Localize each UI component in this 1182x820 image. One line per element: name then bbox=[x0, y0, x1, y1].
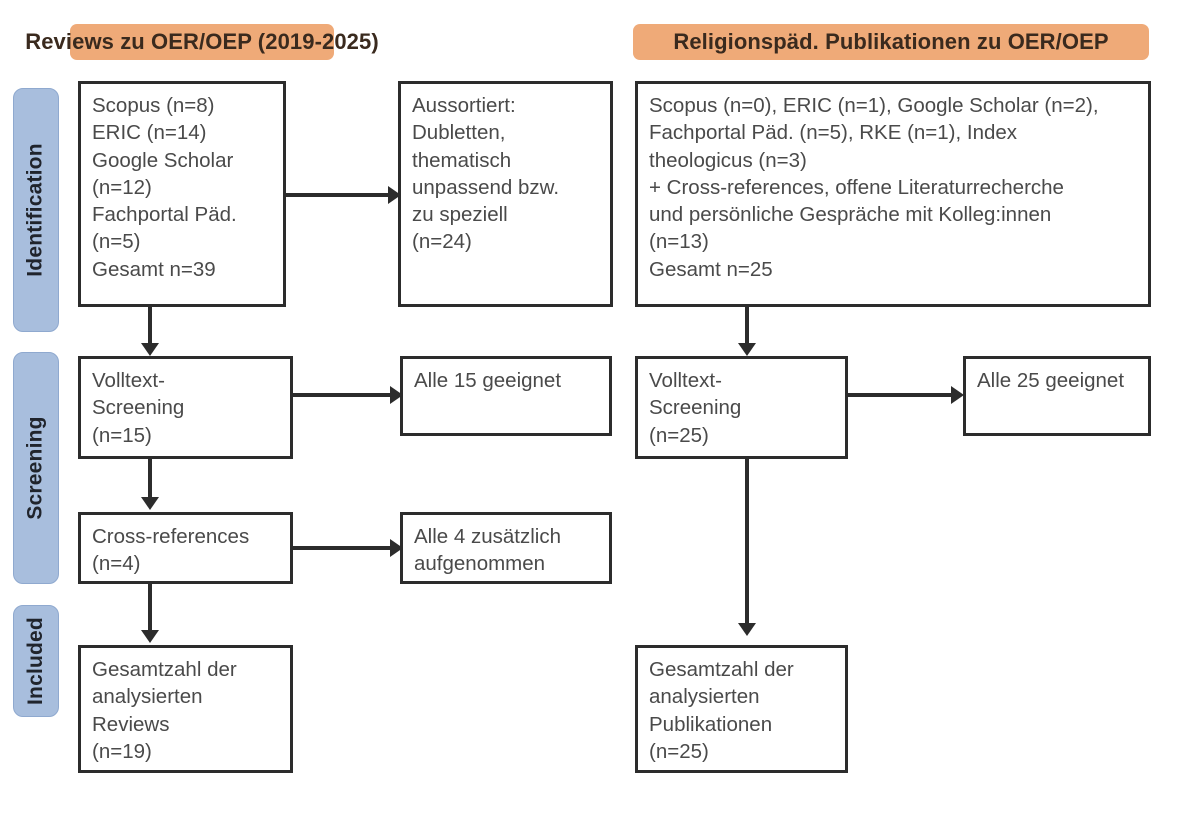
box-right-fulltext-result: Alle 25 geeignet bbox=[963, 356, 1151, 436]
header-left-reviews: Reviews zu OER/OEP (2019-2025) bbox=[25, 24, 379, 60]
arrowhead-left-screening-to-crossref bbox=[141, 497, 159, 510]
stage-label-included: Included bbox=[13, 605, 59, 717]
box-left-identification-sources: Scopus (n=8) ERIC (n=14) Google Scholar … bbox=[78, 81, 286, 307]
box-left-cross-references-result: Alle 4 zusätzlich aufgenommen bbox=[400, 512, 612, 584]
arrowhead-left-screening-to-result bbox=[390, 386, 403, 404]
connector-left-screening-to-result bbox=[293, 393, 393, 397]
connector-right-screening-to-result bbox=[848, 393, 954, 397]
stage-label-included-text: Included bbox=[24, 617, 48, 705]
connector-left-crossref-to-included bbox=[148, 584, 152, 634]
arrowhead-right-screening-to-result bbox=[951, 386, 964, 404]
box-right-included-total: Gesamtzahl der analysierten Publikatione… bbox=[635, 645, 848, 773]
box-right-identification-sources: Scopus (n=0), ERIC (n=1), Google Scholar… bbox=[635, 81, 1151, 307]
connector-left-crossref-to-result bbox=[293, 546, 393, 550]
connector-left-ident-to-excluded bbox=[286, 193, 391, 197]
connector-right-screening-to-included bbox=[745, 459, 749, 627]
arrowhead-left-ident-to-screening bbox=[141, 343, 159, 356]
box-left-excluded: Aussortiert: Dubletten, thematisch unpas… bbox=[398, 81, 613, 307]
box-left-included-total: Gesamtzahl der analysierten Reviews (n=1… bbox=[78, 645, 293, 773]
stage-label-identification-text: Identification bbox=[24, 143, 47, 277]
stage-label-identification: Identification bbox=[13, 88, 59, 332]
connector-right-ident-to-screening bbox=[745, 307, 749, 347]
box-left-fulltext-screening: Volltext- Screening (n=15) bbox=[78, 356, 293, 459]
box-left-fulltext-result: Alle 15 geeignet bbox=[400, 356, 612, 436]
box-right-fulltext-screening: Volltext- Screening (n=25) bbox=[635, 356, 848, 459]
box-left-cross-references: Cross-references (n=4) bbox=[78, 512, 293, 584]
arrowhead-left-ident-to-excluded bbox=[388, 186, 401, 204]
arrowhead-left-crossref-to-result bbox=[390, 539, 403, 557]
stage-label-screening-text: Screening bbox=[24, 416, 47, 520]
arrowhead-right-screening-to-included bbox=[738, 623, 756, 636]
connector-left-ident-to-screening bbox=[148, 307, 152, 347]
header-right-publications: Religionspäd. Publikationen zu OER/OEP bbox=[633, 24, 1149, 60]
arrowhead-left-crossref-to-included bbox=[141, 630, 159, 643]
arrowhead-right-ident-to-screening bbox=[738, 343, 756, 356]
connector-left-screening-to-crossref bbox=[148, 459, 152, 501]
stage-label-screening: Screening bbox=[13, 352, 59, 584]
